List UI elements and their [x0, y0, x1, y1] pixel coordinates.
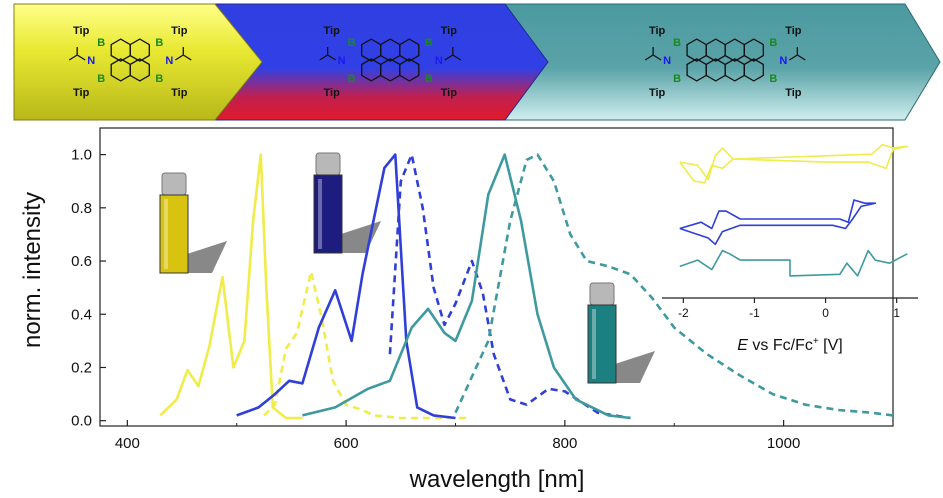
teal-vial-photo	[587, 282, 655, 384]
yellow-molecule-boron-left-top: B	[97, 37, 105, 49]
y-tick-label: 0.4	[71, 306, 92, 323]
teal-molecule-nitrogen-right: N	[779, 55, 787, 67]
blue-molecule-tip-right-top: Tip	[441, 25, 458, 37]
teal-molecule-tip-right-top: Tip	[785, 25, 802, 37]
yellow-molecule-tip-left-top: Tip	[73, 25, 90, 37]
yellow-vial-photo	[159, 172, 227, 274]
yellow-molecule-nitrogen-right: N	[165, 55, 173, 67]
y-tick-label: 1.0	[71, 147, 92, 164]
y-tick-label: 0.2	[71, 359, 92, 376]
blue-molecule-boron-left-top: B	[348, 37, 356, 49]
y-tick-label: 0.8	[71, 200, 92, 217]
yellow-molecule-boron-left-bottom: B	[97, 73, 105, 85]
cv-trace-1	[679, 143, 909, 184]
blue-molecule-tip-left-top: Tip	[324, 25, 341, 37]
x-tick-label: 800	[552, 435, 577, 452]
x-tick-label: 1000	[767, 435, 800, 452]
blue-molecule-boron-right-top: B	[425, 37, 433, 49]
teal-molecule-nitrogen-left: N	[663, 55, 671, 67]
blue-molecule-nitrogen-left: N	[338, 55, 346, 67]
spectrum-line-2	[263, 270, 467, 420]
yellow-molecule-nitrogen-left: N	[87, 55, 95, 67]
spectrum-line-6	[454, 153, 894, 417]
spectrum-line-1	[159, 153, 303, 420]
inset-x-tick-label: 1	[893, 306, 900, 320]
inset-x-tick-label: -1	[749, 306, 760, 320]
x-tick-label: 400	[115, 435, 140, 452]
blue-molecule-nitrogen-right: N	[435, 55, 443, 67]
teal-molecule-tip-left-bottom: Tip	[649, 87, 666, 99]
yellow-molecule-boron-right-bottom: B	[155, 73, 163, 85]
y-tick-label: 0.6	[71, 253, 92, 270]
blue-molecule-tip-right-bottom: Tip	[441, 87, 458, 99]
inset-x-tick-label: -2	[678, 306, 689, 320]
yellow-arrow	[13, 3, 263, 121]
y-axis-title: norm. intensity	[19, 192, 46, 348]
x-axis-title: wavelength [nm]	[409, 466, 585, 493]
cv-trace-2	[679, 199, 877, 246]
teal-molecule-boron-right-top: B	[769, 37, 777, 49]
teal-molecule-tip-right-bottom: Tip	[785, 87, 802, 99]
teal-molecule-boron-left-bottom: B	[673, 73, 681, 85]
inset-x-tick-label: 0	[822, 306, 829, 320]
yellow-molecule-tip-right-bottom: Tip	[171, 87, 188, 99]
y-tick-label: 0.0	[71, 413, 92, 430]
spectrum-line-3	[236, 153, 456, 420]
banner-molecule-structures: BBNBBNTipTipTipTipBBNBBNTipTipTipTipBBNB…	[13, 3, 941, 121]
teal-molecule-boron-left-top: B	[673, 37, 681, 49]
inset-x-axis-title: E vs Fc/Fc+ [V]	[737, 336, 842, 354]
blue-molecule-tip-left-bottom: Tip	[324, 87, 341, 99]
cv-inset: -2 -1 0 1 E vs Fc/Fc+ [V]	[662, 143, 918, 354]
teal-molecule-boron-right-bottom: B	[769, 73, 777, 85]
cv-trace-3	[679, 249, 908, 277]
blue-molecule-boron-right-bottom: B	[425, 73, 433, 85]
spectrum-line-5	[302, 153, 631, 420]
teal-molecule-tip-left-top: Tip	[649, 25, 666, 37]
plot-frame	[99, 127, 894, 427]
blue-molecule-boron-left-bottom: B	[348, 73, 356, 85]
yellow-molecule-tip-right-top: Tip	[171, 25, 188, 37]
yellow-molecule-tip-left-bottom: Tip	[73, 87, 90, 99]
x-tick-label: 600	[334, 435, 359, 452]
yellow-molecule-boron-right-top: B	[155, 37, 163, 49]
